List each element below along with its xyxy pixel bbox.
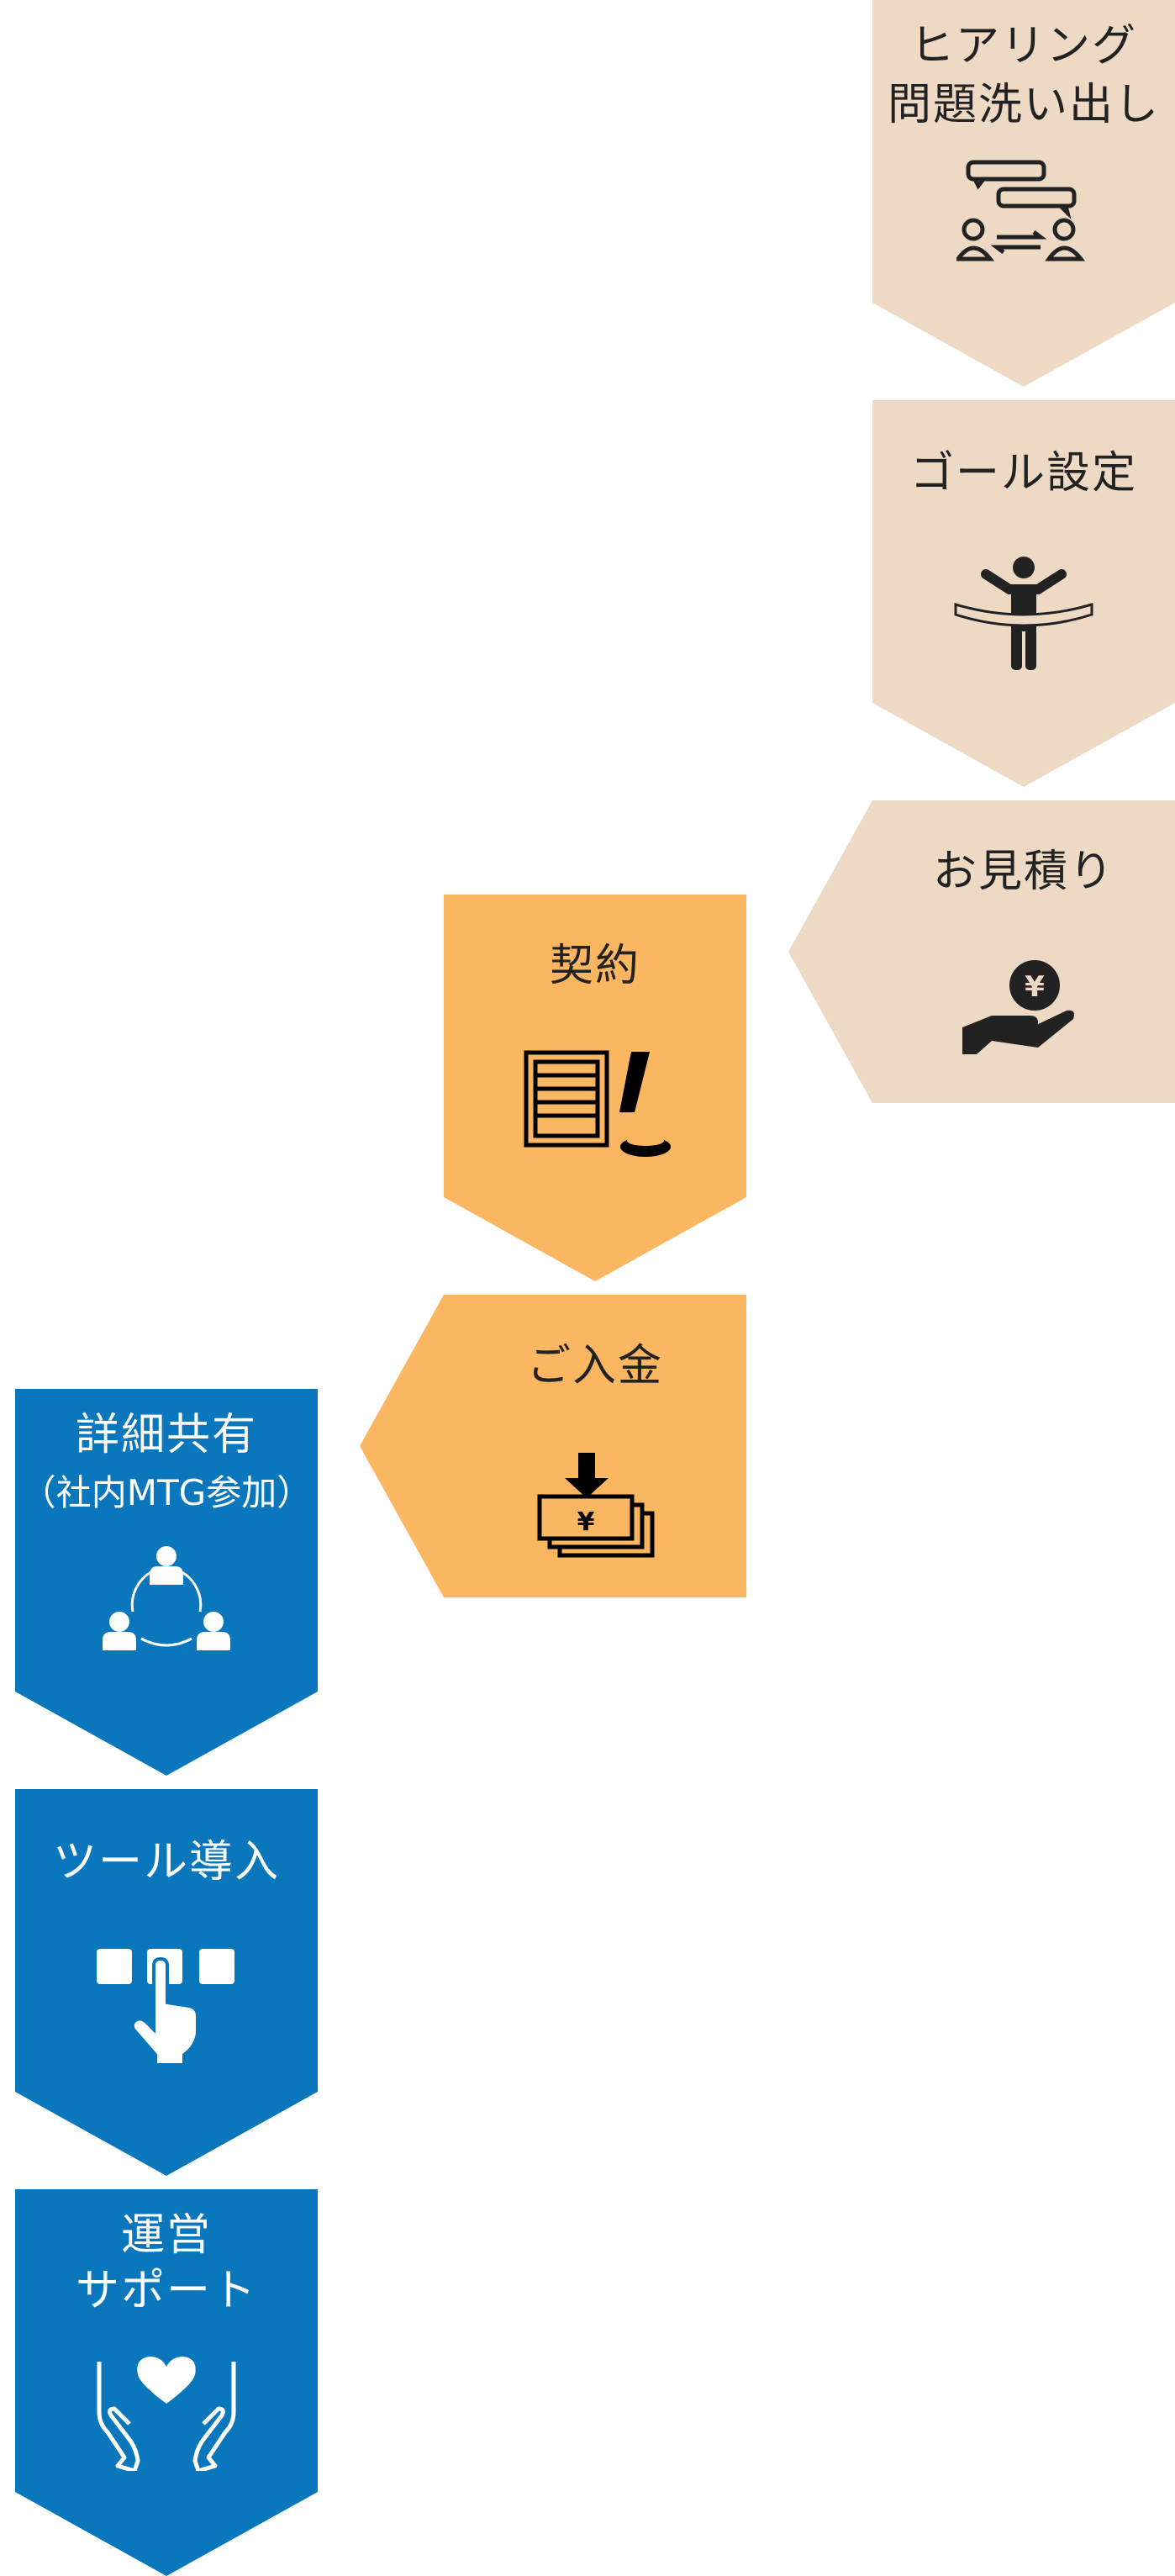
goal-ribbon-icon (954, 557, 1093, 670)
step-operation-support: 運営 サポート (15, 2189, 318, 2576)
hands-heart-icon (97, 2357, 236, 2471)
arrow-left-shape (788, 800, 1175, 1103)
step-subtitle: 問題洗い出し (887, 80, 1160, 130)
step-title: ツール導入 (52, 1837, 280, 1887)
step-title: 運営 (120, 2210, 212, 2261)
step-hearing: ヒアリング 問題洗い出し (872, 0, 1175, 387)
step-payment: ご入金 ¥ (360, 1295, 746, 1597)
hand-yen-coin-icon: ¥ (962, 960, 1074, 1054)
tap-tool-icon (97, 1949, 234, 2065)
step-title: ゴール設定 (909, 448, 1137, 499)
step-estimate: お見積り ¥ (788, 800, 1175, 1103)
step-subtitle: サポート (75, 2266, 257, 2316)
arrow-left-shape (360, 1295, 746, 1597)
conversation-icon (956, 160, 1086, 261)
step-title: お見積り (932, 847, 1114, 897)
step-title: 契約 (549, 941, 640, 991)
step-tool-introduction: ツール導入 (15, 1789, 318, 2176)
step-title: ヒアリング (909, 21, 1137, 71)
step-contract: 契約 (444, 895, 746, 1281)
document-stamp-icon (524, 1050, 671, 1157)
arrow-down-shape (872, 0, 1175, 387)
step-subtitle: （社内MTG参加） (20, 1472, 313, 1513)
step-title: 詳細共有 (75, 1410, 257, 1460)
yen-deposit-icon: ¥ (537, 1453, 655, 1558)
step-detail-sharing: 詳細共有 （社内MTG参加） (15, 1389, 318, 1776)
svg-text:¥: ¥ (1025, 970, 1045, 1004)
team-meeting-icon (103, 1546, 230, 1650)
step-title: ご入金 (526, 1341, 663, 1391)
svg-text:¥: ¥ (577, 1507, 595, 1537)
step-goal-setting: ゴール設定 (872, 400, 1175, 787)
